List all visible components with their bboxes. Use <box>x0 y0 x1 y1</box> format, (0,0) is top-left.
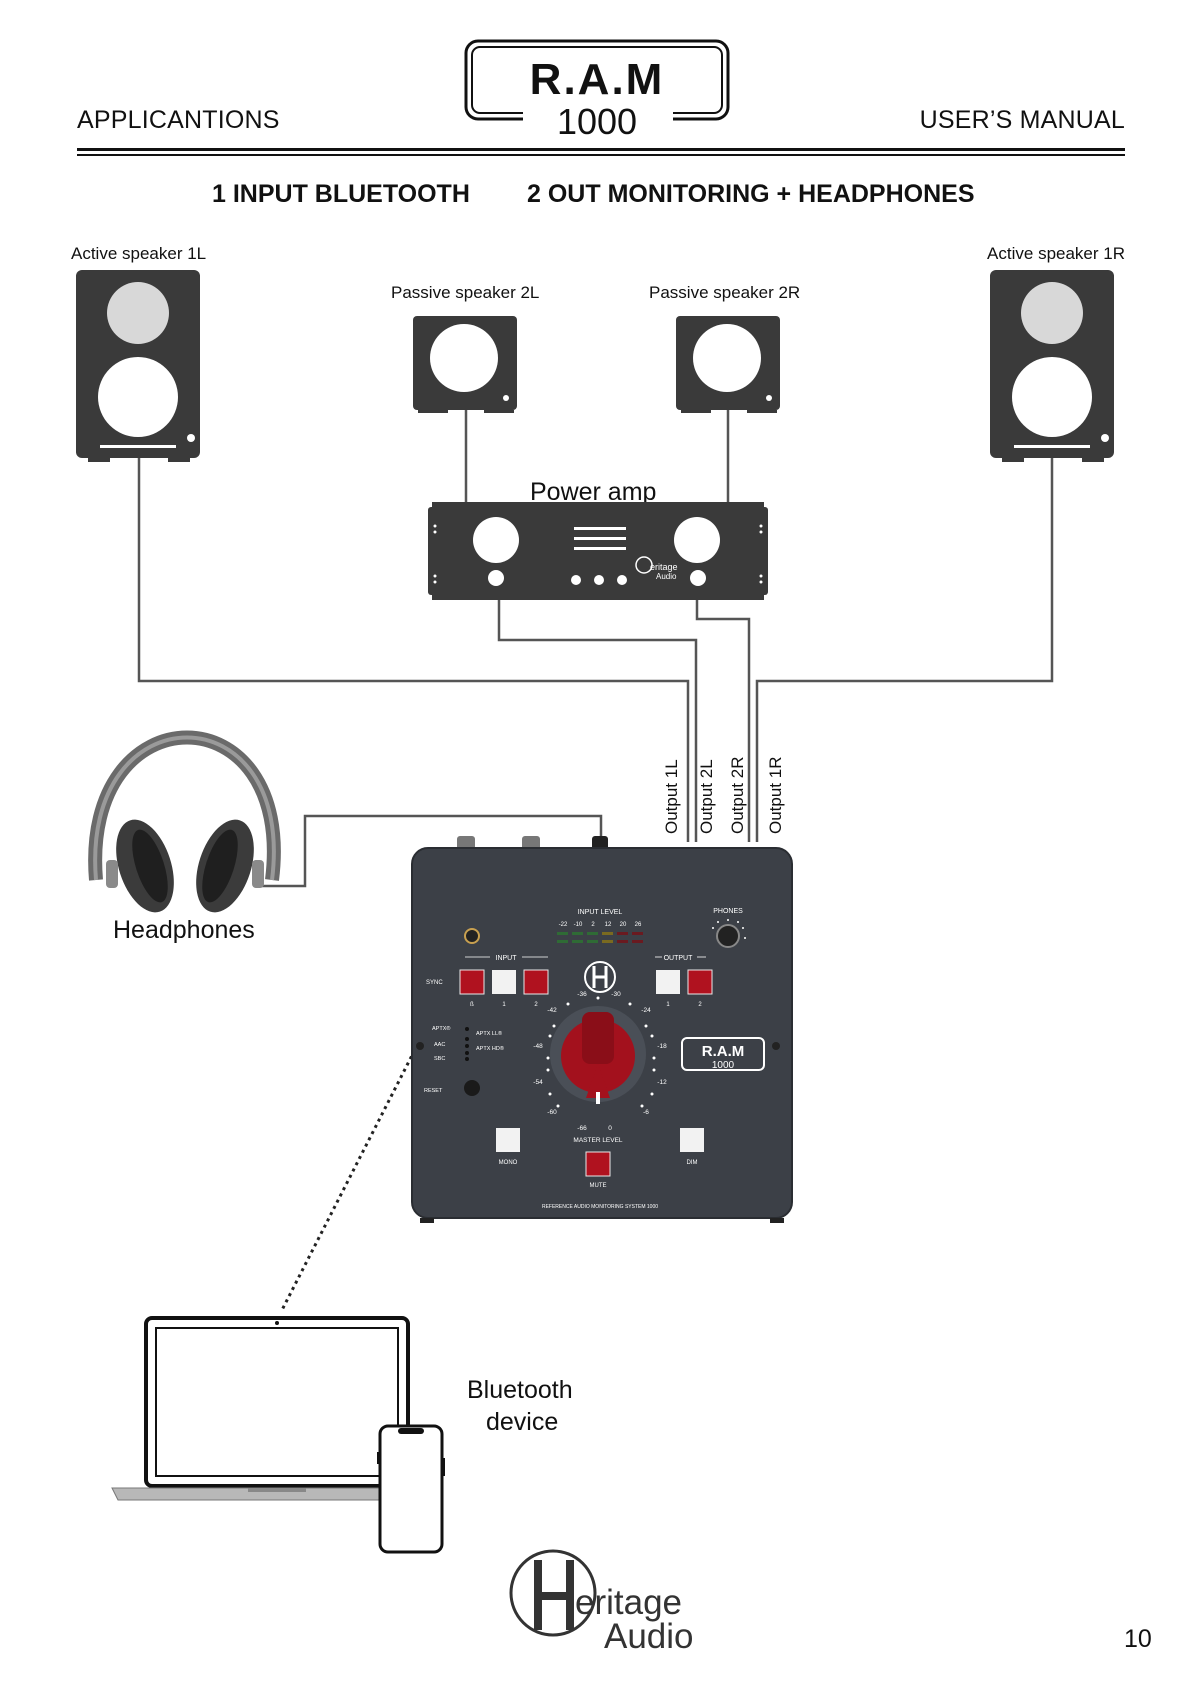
label-device-codecs_right-1: APTX HD® <box>476 1045 504 1052</box>
passive-speaker-2r <box>676 316 780 413</box>
page-number: 10 <box>1124 1625 1152 1653</box>
laptop-illustration <box>111 1316 441 1501</box>
device-output-label: OUTPUT <box>664 955 694 962</box>
device-h-logo <box>584 961 616 993</box>
ram-1000-logo: R.A.M 1000 <box>464 39 730 138</box>
subtitle-input: 1 INPUT BLUETOOTH <box>212 180 470 208</box>
cable-headphones <box>260 814 603 888</box>
label-device-dial_ticks-3: -24 <box>641 1007 651 1014</box>
cable-output-2l <box>497 596 698 842</box>
phone-illustration <box>377 1424 445 1554</box>
label-device-meter_ticks-3: 12 <box>605 922 612 928</box>
device-reset-label: RESET <box>424 1088 443 1094</box>
label-device-input_buttons-0: ß <box>470 1002 474 1008</box>
ram-1000-device: INPUT LEVEL -22 -10 2 12 20 26 PHONES IN… <box>411 836 793 1223</box>
label-device-output_buttons-0: 1 <box>666 1002 670 1008</box>
device-input-level-label: INPUT LEVEL <box>578 909 623 916</box>
label-passive-speaker-2l: Passive speaker 2L <box>391 283 540 302</box>
device-reset-button[interactable] <box>464 1080 480 1096</box>
label-active-speaker-1r: Active speaker 1R <box>987 244 1125 263</box>
header-rule-bottom <box>77 154 1125 156</box>
subtitle-output: 2 OUT MONITORING + HEADPHONES <box>527 180 975 208</box>
active-speaker-1l <box>76 270 200 462</box>
heritage-audio-logo: eritage Audio <box>509 1549 694 1656</box>
label-device-output_buttons-1: 2 <box>698 1002 702 1008</box>
label-device-dial_ticks-1: -36 <box>577 991 587 998</box>
device-master-level-label: MASTER LEVEL <box>573 1137 623 1144</box>
label-device-dial_ticks-7: 0 <box>608 1125 612 1132</box>
label-device-input_buttons-1: 1 <box>502 1002 506 1008</box>
label-active-speaker-1l: Active speaker 1L <box>71 244 207 263</box>
device-dial-ticks: -42 -36 -30 -24 -18 -12 -6 0 -66 -60 -54… <box>533 991 667 1132</box>
device-headphone-jack <box>464 928 480 944</box>
label-device-meter_ticks-5: 26 <box>635 922 642 928</box>
device-mute-label: MUTE <box>590 1183 607 1189</box>
label-passive-speaker-2r: Passive speaker 2R <box>649 283 801 302</box>
header-left-title: APPLICANTIONS <box>77 106 280 134</box>
device-mute-button[interactable] <box>585 1151 611 1177</box>
label-device-dial_ticks-8: -66 <box>577 1125 587 1132</box>
logo-ram-text: R.A.M <box>530 55 665 104</box>
label-device-dial_ticks-4: -18 <box>657 1043 667 1050</box>
label-power-amp: Power amp <box>530 478 657 506</box>
label-device-input_buttons-2: 2 <box>534 1002 538 1008</box>
power-amp: eritage Audio <box>428 502 768 600</box>
label-device-dial_ticks-9: -60 <box>547 1109 557 1116</box>
headphones-illustration <box>88 730 281 913</box>
label-device-badge_top: R.A.M <box>702 1043 745 1060</box>
header-right-title: USER’S MANUAL <box>919 106 1125 134</box>
cable-output-2r <box>695 592 751 842</box>
footer-brand-line2: Audio <box>604 1617 694 1656</box>
label-device-meter_ticks-1: -10 <box>574 922 583 928</box>
device-dim-label: DIM <box>687 1160 698 1166</box>
footer-brand-line1: eritage <box>575 1583 682 1622</box>
device-footer-text: REFERENCE AUDIO MONITORING SYSTEM 1000 <box>542 1204 658 1210</box>
device-input-label: INPUT <box>496 955 518 962</box>
header-rule-top <box>77 148 1125 151</box>
device-input-2-button[interactable] <box>523 969 549 995</box>
label-device-codecs_right-0: APTX LL® <box>476 1030 502 1037</box>
device-input-bt-button[interactable] <box>459 969 485 995</box>
device-phones-knob <box>716 924 740 948</box>
active-speaker-1r <box>990 270 1114 462</box>
device-mono-label: MONO <box>499 1160 518 1166</box>
device-output-1-button[interactable] <box>656 970 680 994</box>
label-headphones: Headphones <box>113 916 255 944</box>
cable-output-1r <box>755 458 1054 842</box>
amp-brand-line2: Audio <box>656 572 677 581</box>
device-dim-button[interactable] <box>680 1128 704 1152</box>
device-input-1-button[interactable] <box>492 970 516 994</box>
device-meter-ticks: -22 -10 2 12 20 26 <box>559 922 642 928</box>
label-device-dial_ticks-11: -48 <box>533 1043 543 1050</box>
label-device-dial_ticks-6: -6 <box>643 1109 649 1116</box>
label-device-badge_bottom: 1000 <box>712 1060 735 1071</box>
device-mono-button[interactable] <box>496 1128 520 1152</box>
amp-brand-line1: eritage <box>650 562 678 572</box>
label-device-meter_ticks-4: 20 <box>620 922 627 928</box>
label-device-dial_ticks-0: -42 <box>547 1007 557 1014</box>
label-bluetooth-line1: Bluetooth <box>467 1376 573 1404</box>
label-device-codecs-1: AAC <box>434 1042 445 1048</box>
label-bluetooth-line2: device <box>486 1408 559 1436</box>
device-sync-label: SYNC <box>426 980 443 986</box>
device-meter-leds <box>557 932 643 943</box>
label-device-codecs-0: APTX® <box>432 1025 450 1032</box>
label-device-dial_ticks-10: -54 <box>533 1079 543 1086</box>
device-phones-label: PHONES <box>713 908 743 915</box>
cables <box>137 410 1054 888</box>
label-device-meter_ticks-2: 2 <box>591 922 595 928</box>
label-device-meter_ticks-0: -22 <box>559 922 568 928</box>
device-ram-badge <box>681 1037 765 1071</box>
label-device-dial_ticks-5: -12 <box>657 1079 667 1086</box>
passive-speaker-2l <box>413 316 517 413</box>
logo-1000-text: 1000 <box>557 101 637 138</box>
cable-output-1l <box>137 456 690 842</box>
device-output-2-button[interactable] <box>687 969 713 995</box>
label-device-dial_ticks-2: -30 <box>611 991 621 998</box>
label-device-codecs-2: SBC <box>434 1056 445 1062</box>
